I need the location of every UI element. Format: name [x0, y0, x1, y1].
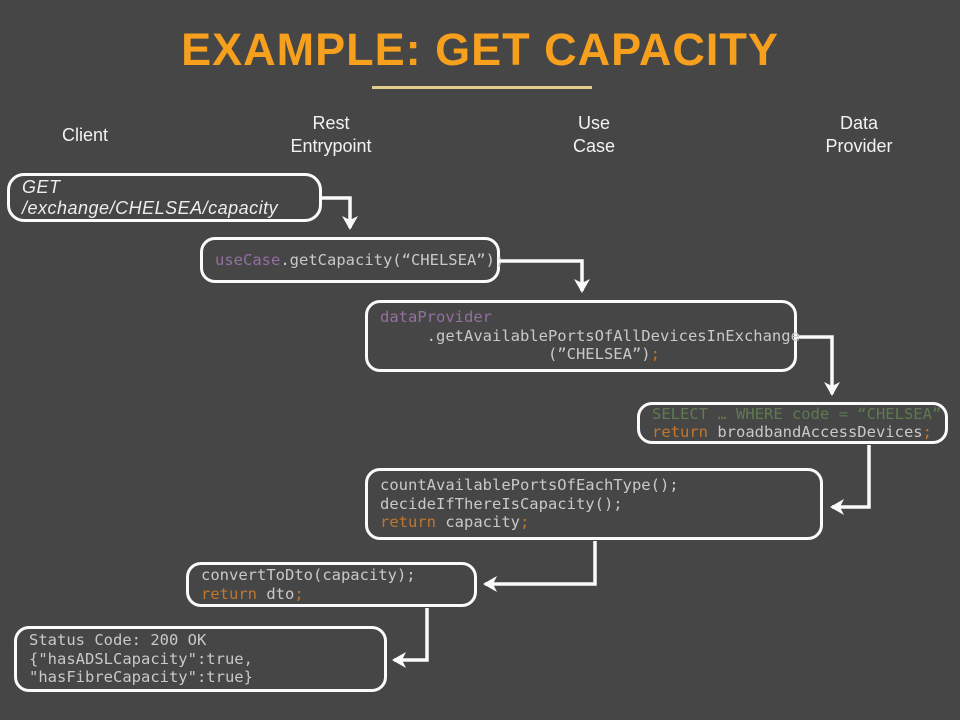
count-ports-box: countAvailablePortsOfEachType();decideIf… [365, 468, 823, 540]
arrow-usecase-to-entrypoint [483, 541, 597, 592]
code-line: return dto; [201, 584, 304, 603]
title-underline [372, 86, 592, 89]
code-line: (”CHELSEA”); [380, 345, 660, 364]
response-box: Status Code: 200 OK{"hasADSLCapacity":tr… [14, 626, 387, 692]
column-header-rest-entrypoint: Rest Entrypoint [290, 113, 372, 156]
get-capacity-call-box: useCase.getCapacity(“CHELSEA”); [200, 237, 505, 283]
code-line: .getAvailablePortsOfAllDevicesInExchange [380, 326, 800, 345]
code-line: convertToDto(capacity); [201, 566, 416, 584]
column-header-use-case: Use Case [572, 113, 616, 156]
client-request-text: GET /exchange/CHELSEA/capacity [22, 176, 279, 218]
client-request-box: GET /exchange/CHELSEA/capacity [7, 173, 322, 222]
code-line: dataProvider [380, 308, 492, 327]
code-line: countAvailablePortsOfEachType(); [380, 476, 679, 495]
code-line: return capacity; [380, 513, 530, 532]
code-line: useCase.getCapacity(“CHELSEA”); [215, 250, 505, 269]
arrow-entrypoint-to-client [392, 608, 429, 668]
column-header-client: Client [61, 125, 109, 145]
arrow-request-to-entrypoint [322, 196, 358, 230]
code-line: {"hasADSLCapacity":true, [29, 649, 253, 668]
code-line: return broadbandAccessDevices; [652, 423, 932, 441]
code-line: decideIfThereIsCapacity(); [380, 494, 623, 513]
code-line: Status Code: 200 OK [29, 631, 207, 650]
convert-to-dto-box: convertToDto(capacity);return dto; [186, 562, 477, 607]
arrow-dataprovider-to-usecase [830, 445, 871, 515]
arrow-entrypoint-to-usecase [500, 259, 590, 293]
slide-title: EXAMPLE: GET CAPACITY [181, 24, 779, 75]
arrow-usecase-to-dataprovider [797, 335, 840, 396]
column-header-data-provider: Data Provider [825, 113, 893, 156]
select-query-box: SELECT … WHERE code = “CHELSEA”return br… [637, 402, 948, 444]
code-line: SELECT … WHERE code = “CHELSEA” [652, 404, 942, 423]
get-available-ports-call-box: dataProvider .getAvailablePortsOfAllDevi… [365, 300, 800, 372]
code-line: "hasFibreCapacity":true} [29, 668, 253, 687]
